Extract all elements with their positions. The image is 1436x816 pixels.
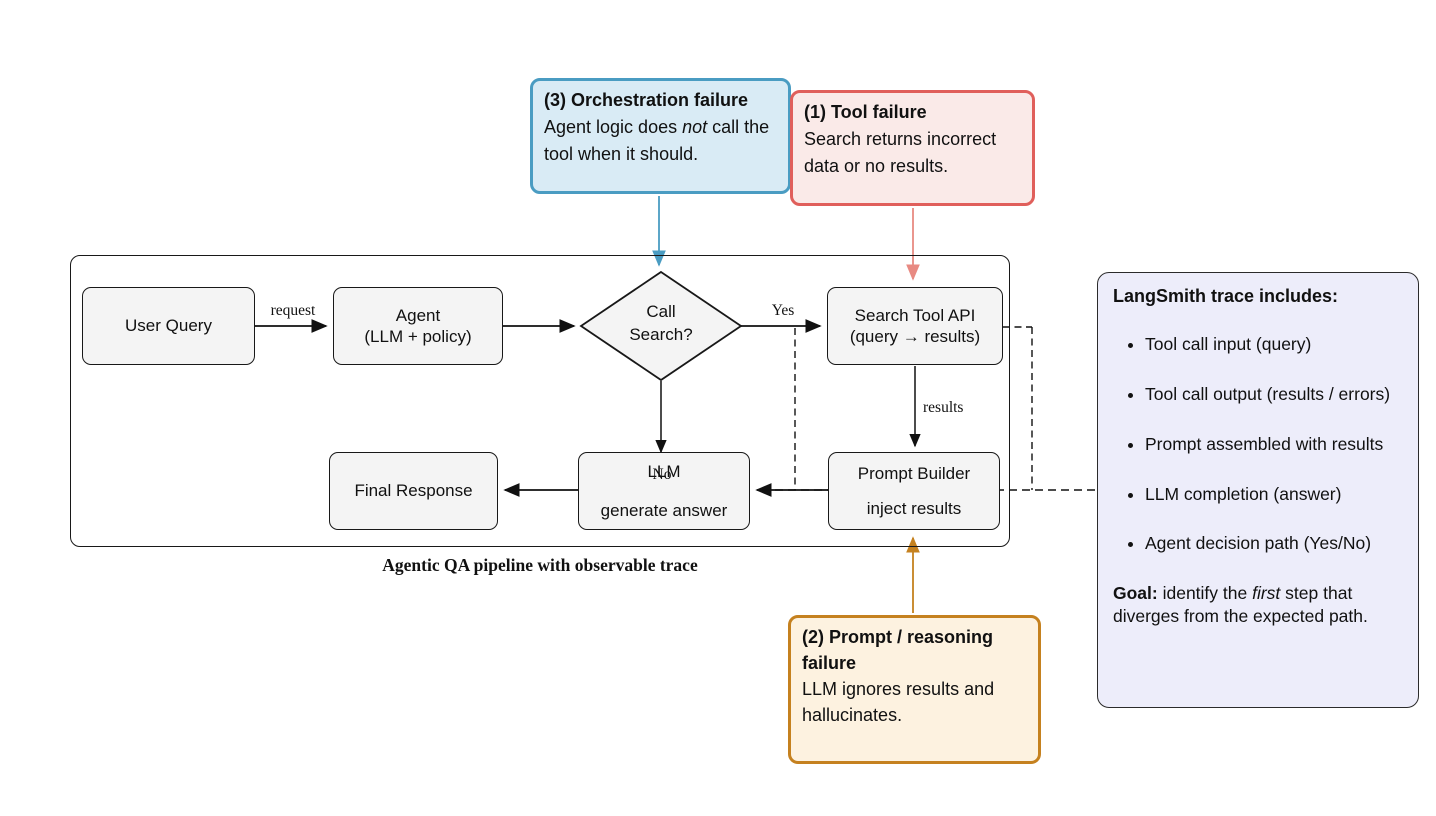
- node-agent-line1: Agent: [395, 305, 441, 325]
- callout-orchestration-failure: (3) Orchestration failure Agent logic do…: [530, 78, 791, 194]
- callout-tool-failure: (1) Tool failure Search returns incorrec…: [790, 90, 1035, 206]
- edge-label-no: No: [652, 466, 672, 483]
- callout-prompt-body: LLM ignores results and hallucinates.: [802, 679, 995, 726]
- callout-tool-title: (1) Tool failure: [804, 102, 927, 122]
- trace-bullet-prompt-assembled: Prompt assembled with results: [1145, 433, 1403, 456]
- trace-panel-goal: Goal: identify the first step that diver…: [1113, 583, 1368, 626]
- trace-bullet-tool-input: Tool call input (query): [1145, 333, 1403, 356]
- callout-orchestration-title: (3) Orchestration failure: [544, 90, 749, 110]
- edge-label-yes: Yes: [771, 302, 795, 319]
- node-search-tool-api: Search Tool API (query → results): [827, 287, 1003, 365]
- node-llm-line1: LLM: [647, 462, 681, 482]
- node-user-query: User Query: [82, 287, 255, 365]
- node-prompt-builder-line1: Prompt Builder: [857, 464, 971, 484]
- node-search-tool-api-line1: Search Tool API: [854, 305, 976, 325]
- node-llm-line2: generate answer: [600, 500, 728, 520]
- node-llm: LLM generate answer: [578, 452, 750, 530]
- node-prompt-builder: Prompt Builder inject results: [828, 452, 1000, 530]
- callout-tool-body: Search returns incorrect data or no resu…: [804, 129, 997, 176]
- node-prompt-builder-line2: inject results: [866, 498, 962, 518]
- callout-prompt-title: (2) Prompt / reasoning failure: [802, 627, 994, 674]
- pipeline-frame: [70, 255, 1010, 547]
- node-final-response-label: Final Response: [354, 481, 473, 501]
- callout-prompt-failure: (2) Prompt / reasoning failure LLM ignor…: [788, 615, 1041, 764]
- edge-label-request: request: [270, 302, 316, 319]
- trace-bullet-tool-output: Tool call output (results / errors): [1145, 383, 1403, 406]
- node-decision-line2: Search?: [629, 324, 693, 344]
- node-agent: Agent (LLM + policy): [333, 287, 503, 365]
- node-user-query-label: User Query: [125, 316, 212, 336]
- trace-bullet-agent-decision: Agent decision path (Yes/No): [1145, 532, 1403, 555]
- trace-panel-bullet-list: Tool call input (query) Tool call output…: [1113, 333, 1403, 555]
- pipeline-caption: Agentic QA pipeline with observable trac…: [382, 555, 698, 575]
- node-search-tool-api-line2: (query → results): [849, 327, 981, 346]
- node-agent-line2: (LLM + policy): [364, 327, 472, 346]
- node-decision-label: Call Search?: [591, 301, 731, 347]
- callout-orchestration-body: Agent logic does not call the tool when …: [544, 117, 770, 164]
- node-decision-line1: Call: [646, 302, 676, 321]
- langsmith-trace-panel: LangSmith trace includes: Tool call inpu…: [1097, 272, 1419, 708]
- trace-bullet-llm-completion: LLM completion (answer): [1145, 483, 1403, 506]
- node-final-response: Final Response: [329, 452, 498, 530]
- trace-panel-title: LangSmith trace includes:: [1113, 286, 1339, 306]
- edge-label-results: results: [923, 399, 964, 416]
